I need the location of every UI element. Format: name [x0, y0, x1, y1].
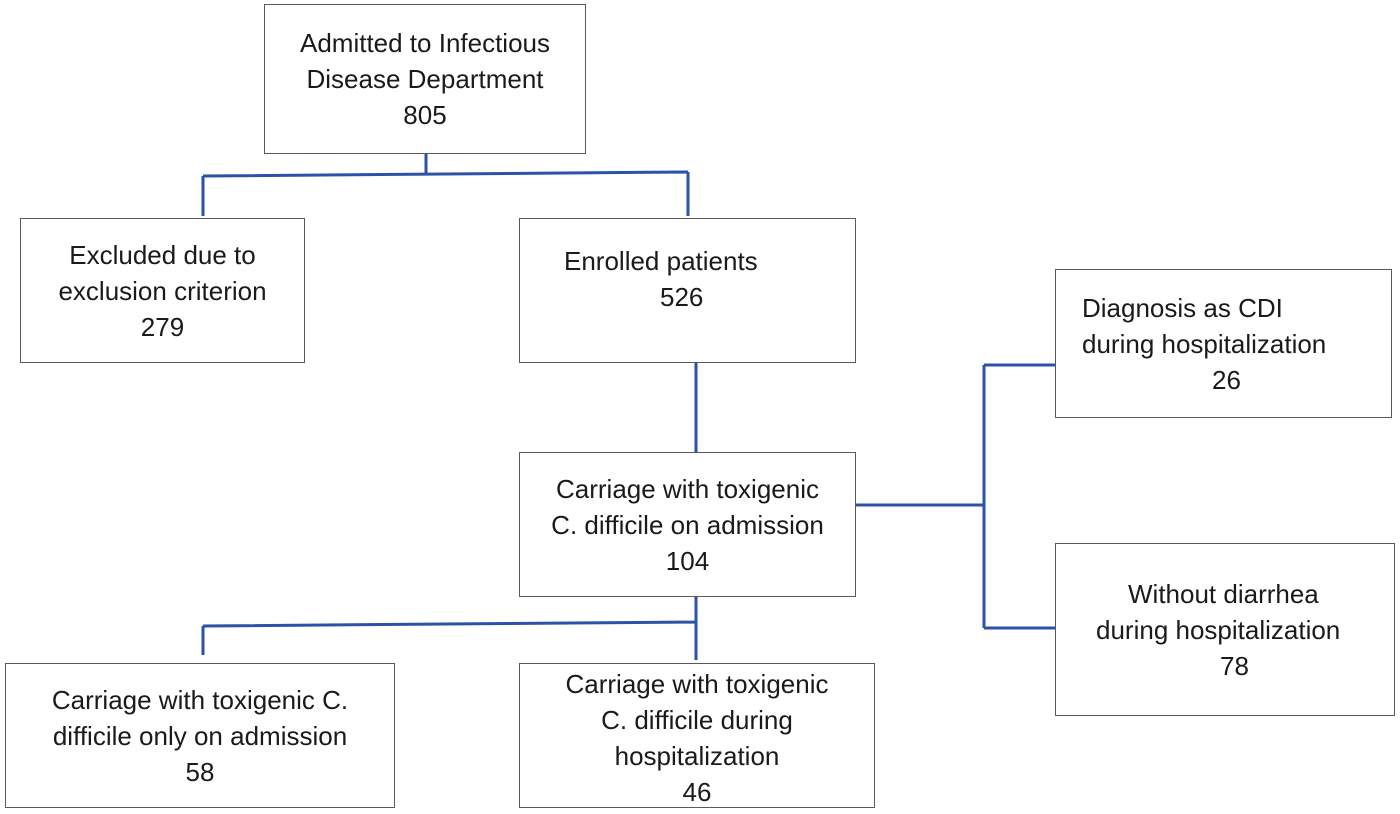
node-without-diarrhea-line2: during hospitalization [1096, 614, 1341, 645]
node-carriage-admission-line1: Carriage with toxigenic [555, 473, 819, 504]
node-enrolled-count: 526 [660, 281, 704, 312]
node-diagnosis-cdi: Diagnosis as CDI during hospitalization … [1055, 269, 1392, 418]
node-excluded-line1: Excluded due to [69, 239, 256, 270]
node-without-diarrhea-count: 78 [1220, 650, 1249, 681]
node-carriage-admission-count: 104 [665, 545, 710, 576]
node-enrolled-line1: Enrolled patients [564, 245, 758, 276]
node-carriage-admission-line2: C. difficile on admission [551, 509, 824, 540]
node-admitted-count: 805 [403, 100, 447, 130]
node-without-diarrhea: Without diarrhea during hospitalization … [1055, 543, 1395, 716]
node-carriage-only-admission-line2: difficile only on admission [52, 720, 348, 751]
node-diagnosis-cdi-count: 26 [1212, 364, 1241, 395]
node-excluded-line2: exclusion criterion [58, 275, 267, 306]
node-admitted: Admitted to Infectious Disease Departmen… [264, 4, 586, 154]
node-carriage-during-line3: hospitalization [614, 741, 780, 771]
node-admitted-line1: Admitted to Infectious [299, 28, 551, 58]
node-admitted-line2: Disease Department [306, 64, 544, 94]
node-diagnosis-cdi-line1: Diagnosis as CDI [1082, 292, 1283, 323]
node-diagnosis-cdi-line2: during hospitalization [1082, 328, 1327, 359]
node-excluded: Excluded due to exclusion criterion 279 [20, 218, 305, 363]
node-carriage-admission: Carriage with toxigenic C. difficile on … [519, 452, 856, 597]
node-carriage-during-hospitalization: Carriage with toxigenic C. difficile dur… [519, 663, 875, 808]
node-carriage-only-admission-count: 58 [185, 756, 215, 787]
node-without-diarrhea-line1: Without diarrhea [1128, 578, 1319, 609]
node-excluded-count: 279 [140, 311, 185, 342]
connector-carriage-to-outcomes [856, 363, 1055, 630]
node-carriage-only-admission-line1: Carriage with toxigenic C. [51, 684, 349, 715]
node-carriage-during-count: 46 [682, 777, 712, 807]
node-carriage-only-admission: Carriage with toxigenic C. difficile onl… [5, 663, 395, 808]
node-carriage-during-line1: Carriage with toxigenic [565, 669, 829, 699]
connector-carriage-split [201, 597, 698, 660]
node-enrolled: Enrolled patients 526 [519, 218, 856, 363]
node-carriage-during-line2: C. difficile during [601, 705, 793, 735]
connector-admitted-split [201, 154, 690, 216]
